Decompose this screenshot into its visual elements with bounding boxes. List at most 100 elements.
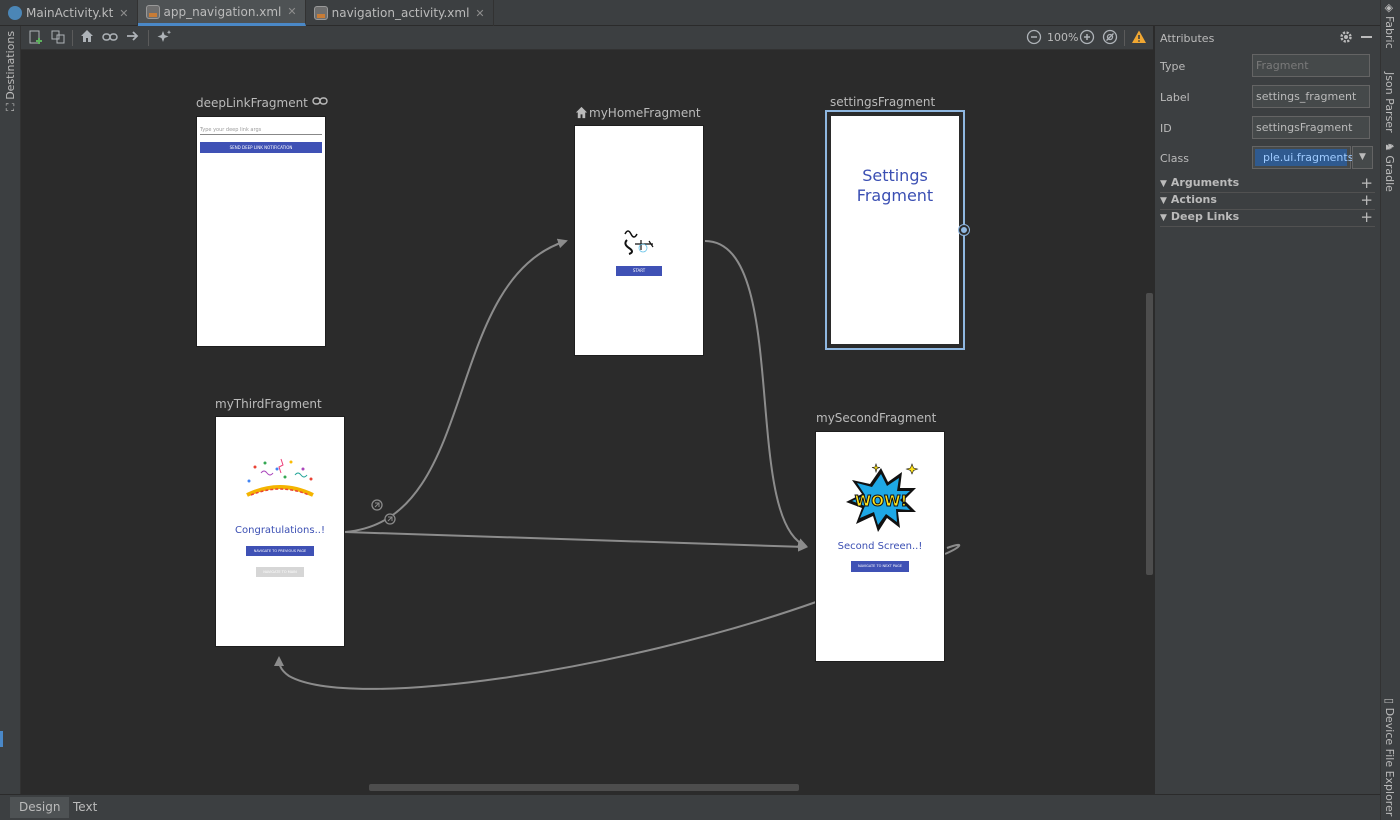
navigation-graph-canvas[interactable]: deepLinkFragment Type your deep link arg… [21, 51, 1153, 794]
zoom-to-fit-icon[interactable] [1101, 29, 1119, 47]
navigate-previous-button: NAVIGATE TO PREVIOUS PAGE [246, 546, 314, 556]
zoom-in-icon[interactable] [1078, 29, 1096, 47]
nav-editor-toolbar: 100% [21, 26, 1153, 50]
class-label: Class [1160, 152, 1189, 165]
xml-file-icon [313, 6, 328, 20]
deep-links-section[interactable]: ▼Deep Links + [1160, 208, 1375, 227]
action-third-to-second[interactable] [344, 531, 808, 552]
deep-link-fragment-preview[interactable]: Type your deep link args SEND DEEP LINK … [196, 116, 326, 347]
type-label: Type [1160, 60, 1186, 73]
settings-fragment-text: Settings Fragment [856, 166, 934, 205]
auto-arrange-icon[interactable] [155, 29, 173, 47]
warning-icon[interactable] [1130, 29, 1148, 47]
zoom-out-icon[interactable] [1025, 29, 1043, 47]
action-home-to-second[interactable] [704, 240, 808, 548]
kotlin-file-icon [8, 6, 22, 20]
attributes-panel: Attributes Type Fragment Label settings_… [1154, 26, 1380, 794]
vertical-scrollbar[interactable] [1146, 293, 1153, 575]
destination-label: deepLinkFragment [196, 96, 308, 110]
label-label: Label [1160, 91, 1190, 104]
close-icon[interactable]: ✕ [287, 5, 297, 18]
third-fragment-preview[interactable]: Congratulations..! NAVIGATE TO PREVIOUS … [215, 416, 345, 647]
link-icon[interactable] [101, 29, 119, 47]
send-deep-link-button: SEND DEEP LINK NOTIFICATION [200, 142, 322, 153]
action-third-to-home[interactable] [344, 238, 568, 533]
expand-triangle-icon: ▼ [1160, 196, 1167, 206]
attributes-title: Attributes [1160, 31, 1215, 45]
tab-design[interactable]: Design [10, 797, 70, 818]
tab-label: app_navigation.xml [163, 4, 282, 19]
class-field[interactable]: ple.ui.fragments) [1252, 146, 1358, 169]
tab-navigation-activity[interactable]: navigation_activity.xml ✕ [306, 0, 494, 26]
tab-label: MainActivity.kt [26, 6, 114, 20]
action-second-self-loop[interactable] [944, 543, 961, 555]
fabric-tool-tab[interactable]: ◈ Fabric [1383, 4, 1396, 49]
device-icon: ▯ [1383, 698, 1396, 708]
bottom-mode-tabs: Design Text [0, 794, 1380, 820]
home-icon[interactable] [78, 29, 96, 47]
deep-link-icon [312, 95, 328, 107]
congratulations-confetti-image [241, 457, 319, 505]
action-handle[interactable] [958, 224, 970, 236]
json-parser-tool-tab[interactable]: Json Parser [1383, 72, 1396, 133]
destinations-tool-tab[interactable]: ⛶ Destinations [4, 30, 17, 111]
arrow-right-icon[interactable] [124, 29, 142, 47]
destinations-icon: ⛶ [4, 99, 17, 111]
pop-to-icon[interactable] [384, 513, 396, 525]
deep-link-args-field: Type your deep link args [200, 127, 322, 135]
start-button: START [616, 266, 662, 276]
expand-triangle-icon: ▼ [1160, 179, 1167, 189]
second-fragment-preview[interactable]: WOW! Second Screen..! NAVIGATE TO NEXT P… [815, 431, 945, 662]
device-file-explorer-tool-tab[interactable]: ▯ Device File Explorer [1383, 698, 1396, 817]
label-field[interactable]: settings_fragment [1252, 85, 1370, 108]
nested-graph-icon[interactable] [49, 29, 67, 47]
home-fragment-preview[interactable]: START [574, 125, 704, 356]
new-destination-icon[interactable] [27, 29, 45, 47]
tab-main-activity[interactable]: MainActivity.kt ✕ [0, 0, 138, 26]
left-tool-strip: ⛶ Destinations [0, 26, 21, 794]
settings-fragment-preview[interactable]: Settings Fragment [825, 110, 965, 350]
close-icon[interactable]: ✕ [475, 6, 485, 20]
tab-app-navigation[interactable]: app_navigation.xml ✕ [137, 0, 306, 26]
id-field[interactable]: settingsFragment [1252, 116, 1370, 139]
horizontal-scrollbar[interactable] [369, 784, 799, 791]
destination-label: myThirdFragment [215, 397, 322, 411]
minimize-icon[interactable] [1361, 36, 1372, 38]
zoom-level: 100% [1047, 31, 1079, 44]
add-action-plus-icon[interactable]: + [1360, 191, 1373, 209]
destination-label: settingsFragment [830, 95, 936, 109]
wow-comic-image: WOW! [842, 462, 920, 534]
expand-triangle-icon: ▼ [1160, 213, 1167, 223]
congratulations-text: Congratulations..! [235, 525, 325, 536]
second-screen-text: Second Screen..! [837, 541, 923, 552]
add-argument-plus-icon[interactable]: + [1360, 174, 1373, 192]
destination-label: myHomeFragment [589, 106, 701, 120]
id-label: ID [1160, 122, 1172, 135]
editor-tab-bar: MainActivity.kt ✕ app_navigation.xml ✕ n… [0, 0, 1380, 26]
attributes-header: Attributes [1155, 26, 1380, 50]
destination-label: mySecondFragment [816, 411, 937, 425]
close-icon[interactable]: ✕ [119, 6, 129, 20]
fabric-icon: ◈ [1383, 4, 1396, 16]
pop-to-icon[interactable] [371, 499, 383, 511]
gradle-icon: ♞ [1383, 142, 1396, 156]
gear-icon[interactable] [1339, 30, 1353, 44]
arguments-section[interactable]: ▼Arguments + [1160, 174, 1375, 193]
active-marker [0, 731, 3, 747]
add-deep-link-plus-icon[interactable]: + [1360, 208, 1373, 226]
lets-start-logo [619, 226, 659, 256]
class-dropdown-chevron-down-icon[interactable]: ▼ [1352, 146, 1373, 169]
navigate-next-button: NAVIGATE TO NEXT PAGE [851, 561, 909, 572]
navigate-main-button: NAVIGATE TO MAIN [256, 567, 304, 577]
type-field: Fragment [1252, 54, 1370, 77]
wow-text: WOW! [855, 492, 908, 510]
gradle-tool-tab[interactable]: ♞ Gradle [1383, 142, 1396, 192]
xml-file-icon [145, 4, 160, 19]
start-destination-home-icon [575, 106, 588, 119]
action-second-to-third[interactable] [274, 601, 817, 690]
tab-text[interactable]: Text [73, 800, 98, 814]
toolbar-separator [1124, 30, 1125, 46]
toolbar-separator [72, 30, 73, 46]
tab-label: navigation_activity.xml [331, 6, 470, 20]
actions-section[interactable]: ▼Actions + [1160, 191, 1375, 210]
